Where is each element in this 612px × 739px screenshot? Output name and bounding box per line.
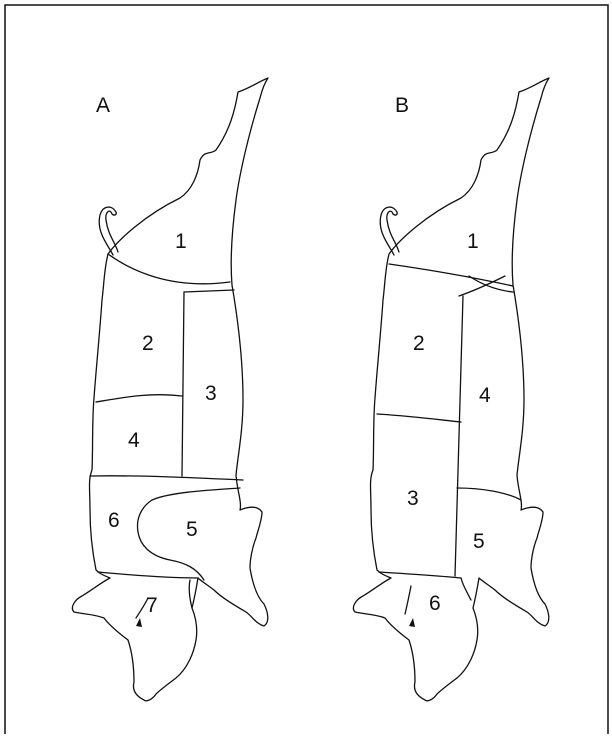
region-label-a-6: 6 [108,509,120,532]
region-label-b-2: 2 [413,332,425,355]
panel-label-b: B [395,94,409,117]
region-label-a-4: 4 [128,429,140,452]
panel-label-a: A [96,94,110,117]
carcass-panel-b: B 1 2 3 4 5 6 [353,78,549,701]
region-label-a-3: 3 [205,382,217,405]
region-label-a-7: 7 [146,594,158,617]
region-label-a-5: 5 [186,518,198,541]
region-label-a-1: 1 [175,230,187,253]
carcass-outline-a [72,78,268,701]
region-label-b-1: 1 [467,230,479,253]
region-label-b-5: 5 [473,530,485,553]
region-label-b-6: 6 [429,592,441,615]
carcass-outline-b [353,78,549,701]
tail [380,207,399,255]
region-label-b-4: 4 [479,384,491,407]
region-label-a-2: 2 [142,332,154,355]
carcass-panel-a: A 1 2 3 4 5 6 7 [72,78,268,701]
tail [99,207,118,255]
region-label-b-3: 3 [407,487,419,510]
